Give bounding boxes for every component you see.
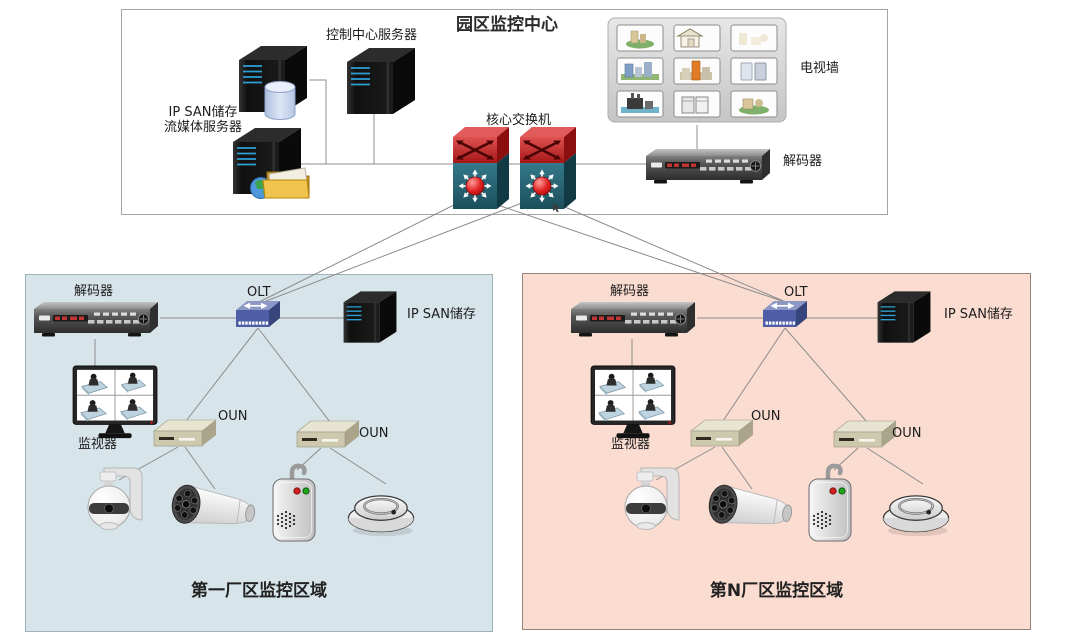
zone1-oun-left-icon (152, 418, 218, 450)
core-switch-icon-1 (449, 125, 511, 209)
zone1-oun-left-label: OUN (218, 409, 248, 424)
zoneN-decoder-icon (567, 299, 697, 339)
storage-server-label: IP SAN储存 流媒体服务器 (163, 105, 242, 135)
zoneN-ipsan-icon (876, 284, 932, 350)
zoneN-smoke-detector-icon (878, 478, 954, 540)
zone1-alarm-icon (268, 460, 320, 544)
cursor-artifact-icon (553, 203, 561, 213)
zoneN-oun-left-icon (689, 418, 755, 450)
core-switch-icon-2 (516, 125, 578, 209)
zoneN-olt-label: OLT (784, 285, 808, 300)
zone1-olt-icon (234, 299, 282, 331)
zone1-oun-right-label: OUN (359, 426, 389, 441)
control-server-icon (345, 46, 417, 116)
center-decoder-label: 解码器 (783, 154, 823, 169)
zoneN-oun-right-label: OUN (892, 426, 922, 441)
zone1-ipsan-label: IP SAN储存 (407, 307, 476, 322)
core-switch-label: 核心交换机 (486, 113, 552, 128)
tv-wall-icon (607, 17, 787, 125)
database-icon (263, 80, 297, 120)
zone1-monitor-icon (72, 365, 160, 441)
zone1-decoder-label: 解码器 (74, 284, 114, 299)
zone1-monitor-label: 监视器 (78, 437, 118, 452)
zoneN-oun-left-label: OUN (751, 409, 781, 424)
zone1-bullet-camera-icon (166, 478, 260, 542)
zone1-decoder-icon (30, 299, 160, 339)
control-server-label: 控制中心服务器 (326, 28, 418, 43)
zone1-ipsan-icon (342, 284, 398, 350)
zone1-ptz-camera-icon (76, 462, 160, 546)
zoneN-oun-right-icon (832, 419, 898, 451)
zone1-title: 第一厂区监控区域 (191, 581, 327, 601)
zone1-olt-label: OLT (247, 285, 271, 300)
zoneN-ipsan-label: IP SAN储存 (944, 307, 1013, 322)
zoneN-olt-icon (761, 299, 809, 331)
zone1-box (25, 274, 493, 632)
zone1-smoke-detector-icon (343, 478, 419, 540)
zoneN-bullet-camera-icon (703, 478, 797, 542)
zoneN-title: 第N厂区监控区域 (709, 581, 844, 601)
folder-globe-icon (249, 160, 311, 202)
zoneN-monitor-icon (590, 365, 678, 441)
zoneN-monitor-label: 监视器 (611, 437, 651, 452)
zone1-oun-right-icon (295, 419, 361, 451)
zoneN-ptz-camera-icon (613, 462, 697, 546)
center-decoder-icon (642, 146, 772, 186)
tv-wall-label: 电视墙 (800, 61, 840, 76)
zoneN-alarm-icon (804, 460, 856, 544)
zoneN-decoder-label: 解码器 (610, 284, 650, 299)
page-title: 园区监控中心 (456, 15, 558, 35)
